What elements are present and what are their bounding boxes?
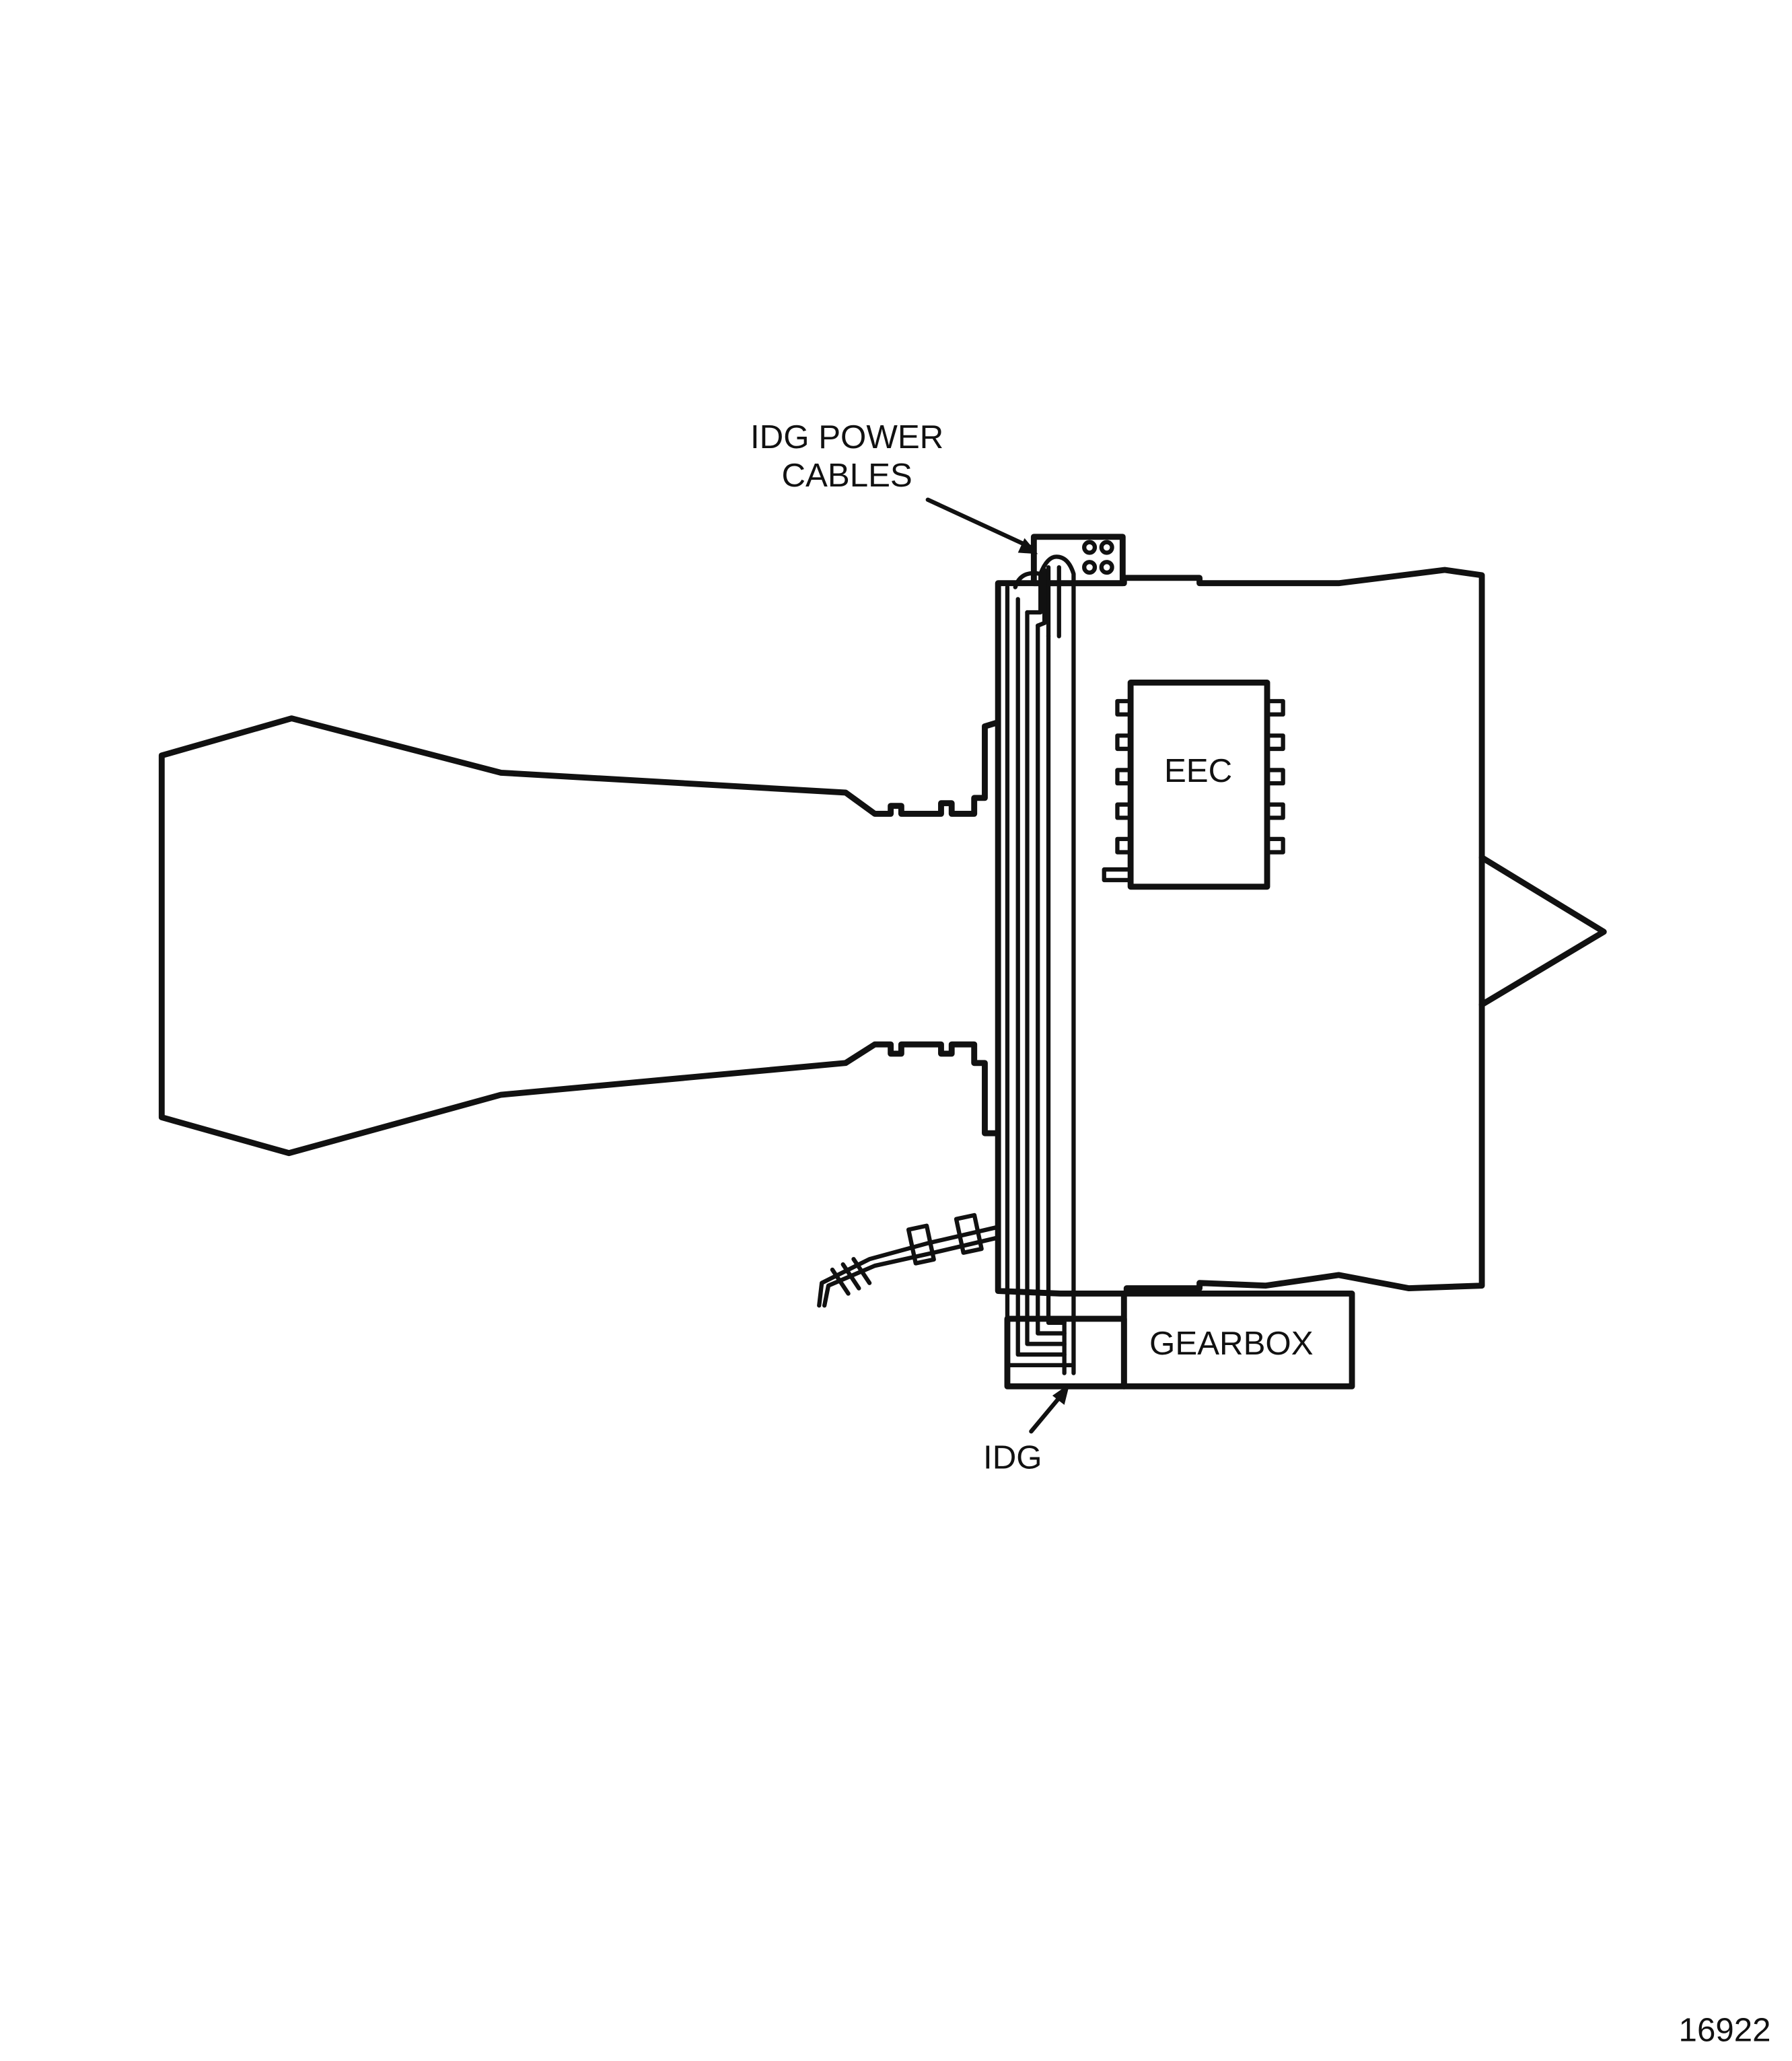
idg-power-cables-label-line1: IDG POWER (750, 419, 943, 456)
external-tube-with-clamps (817, 1213, 999, 1308)
connector-pin (1099, 560, 1114, 575)
spinner-cone (1478, 855, 1607, 1008)
eec-unit[interactable] (1102, 680, 1285, 890)
eec-label: EEC (1164, 752, 1232, 789)
engine-rear-section (158, 715, 1001, 1157)
connector-pin (1099, 540, 1114, 555)
connector-pin (1082, 540, 1098, 555)
figure-number: 16922 (1679, 2011, 1771, 2048)
idg-power-cables-leader (925, 497, 1038, 554)
idg-power-cables[interactable] (1005, 554, 1076, 1375)
gearbox-label: GEARBOX (1149, 1325, 1314, 1362)
idg-label: IDG (983, 1439, 1042, 1476)
idg-power-cables-label-line2: CABLES (781, 457, 912, 494)
idg-leader (1029, 1383, 1070, 1434)
connector-pin (1082, 560, 1098, 575)
engine-core-case[interactable] (995, 567, 1485, 1297)
